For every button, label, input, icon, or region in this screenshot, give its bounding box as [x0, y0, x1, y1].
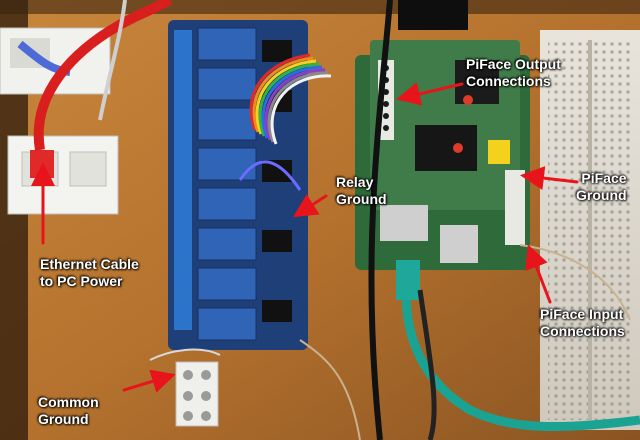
label-common-ground: Common Ground	[38, 394, 99, 428]
arrow-piface-output	[396, 82, 464, 106]
label-piface-ground-line2: Ground	[576, 187, 627, 203]
board-shadow-top	[0, 0, 640, 14]
label-piface-ground-line1: PiFace	[581, 170, 627, 186]
ribbon-cable	[249, 53, 332, 145]
label-piface-input-line2: Connections	[540, 323, 625, 339]
annotation-arrows	[31, 82, 579, 393]
label-relay-ground-line1: Relay	[336, 174, 374, 190]
label-common-ground-line1: Common	[38, 394, 99, 410]
label-relay-ground: Relay Ground	[336, 174, 387, 208]
label-piface-input-line1: PiFace Input	[540, 306, 624, 322]
teal-ethernet-cable	[401, 269, 640, 432]
label-piface-ground: PiFace Ground	[576, 170, 627, 204]
arrow-common-ground	[122, 369, 176, 393]
label-piface-input: PiFace Input Connections	[540, 306, 625, 340]
label-piface-output-line1: PiFace Output	[466, 56, 561, 72]
arrow-relay-ground	[292, 194, 328, 218]
label-ethernet-cable-line1: Ethernet Cable	[40, 256, 139, 272]
label-piface-output-line2: Connections	[466, 73, 551, 89]
label-relay-ground-line2: Ground	[336, 191, 387, 207]
hdmi-black-top	[398, 0, 468, 30]
arrow-piface-ground	[520, 166, 579, 191]
terminal-block	[175, 361, 219, 427]
label-common-ground-line2: Ground	[38, 411, 89, 427]
label-ethernet-cable-line2: to PC Power	[40, 273, 123, 289]
red-ethernet-cable	[33, 0, 173, 151]
label-piface-output: PiFace Output Connections	[466, 56, 561, 90]
label-ethernet-cable: Ethernet Cable to PC Power	[40, 256, 139, 290]
arrow-piface-input	[525, 244, 552, 304]
